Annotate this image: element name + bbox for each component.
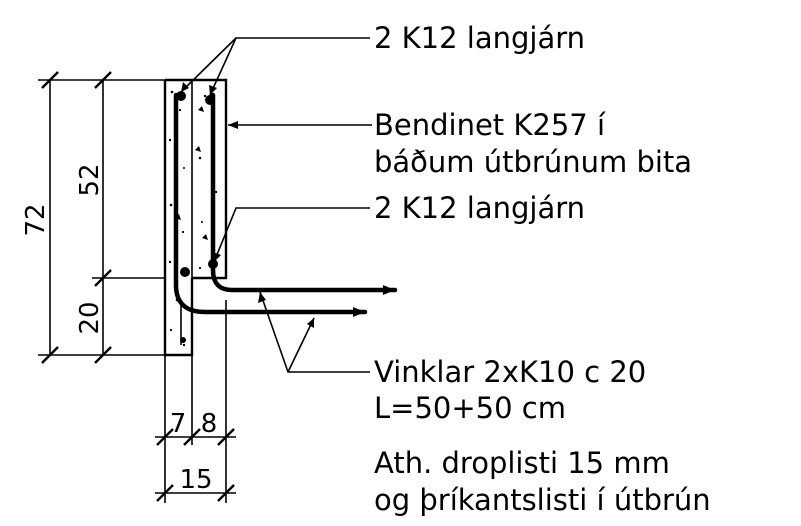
reinforcement [173,91,398,345]
horizontal-dimensions [155,300,236,503]
dim-lower-height: 20 [75,301,105,334]
label-note-line2: og þríkantslisti í útbrún [374,483,711,517]
dim-total-height: 72 [21,203,51,236]
vertical-dimensions [38,71,165,364]
rebar-mid-left [180,267,190,277]
leader-lines [180,37,372,373]
dim-width-left: 7 [170,409,187,439]
label-mid-longitudinal: 2 K12 langjárn [374,191,585,225]
dim-total-width: 15 [179,465,212,495]
rebar-top-right [205,95,215,105]
label-mesh-line2: báðum útbrúnum bita [374,145,692,179]
rebar-mid-right [208,259,218,269]
label-stirrups-line2: L=50+50 cm [374,391,566,425]
label-top-longitudinal: 2 K12 langjárn [374,21,585,55]
rebar-top-left [176,91,186,101]
label-stirrups-line1: Vinklar 2xK10 c 20 [374,355,646,389]
label-mesh-line1: Bendinet K257 í [374,108,606,142]
rebar-bottom [180,337,186,343]
label-note-line1: Ath. droplisti 15 mm [374,446,670,480]
dim-upper-height: 52 [75,163,105,196]
beam-outline [163,78,228,357]
dim-width-right: 8 [201,409,218,439]
